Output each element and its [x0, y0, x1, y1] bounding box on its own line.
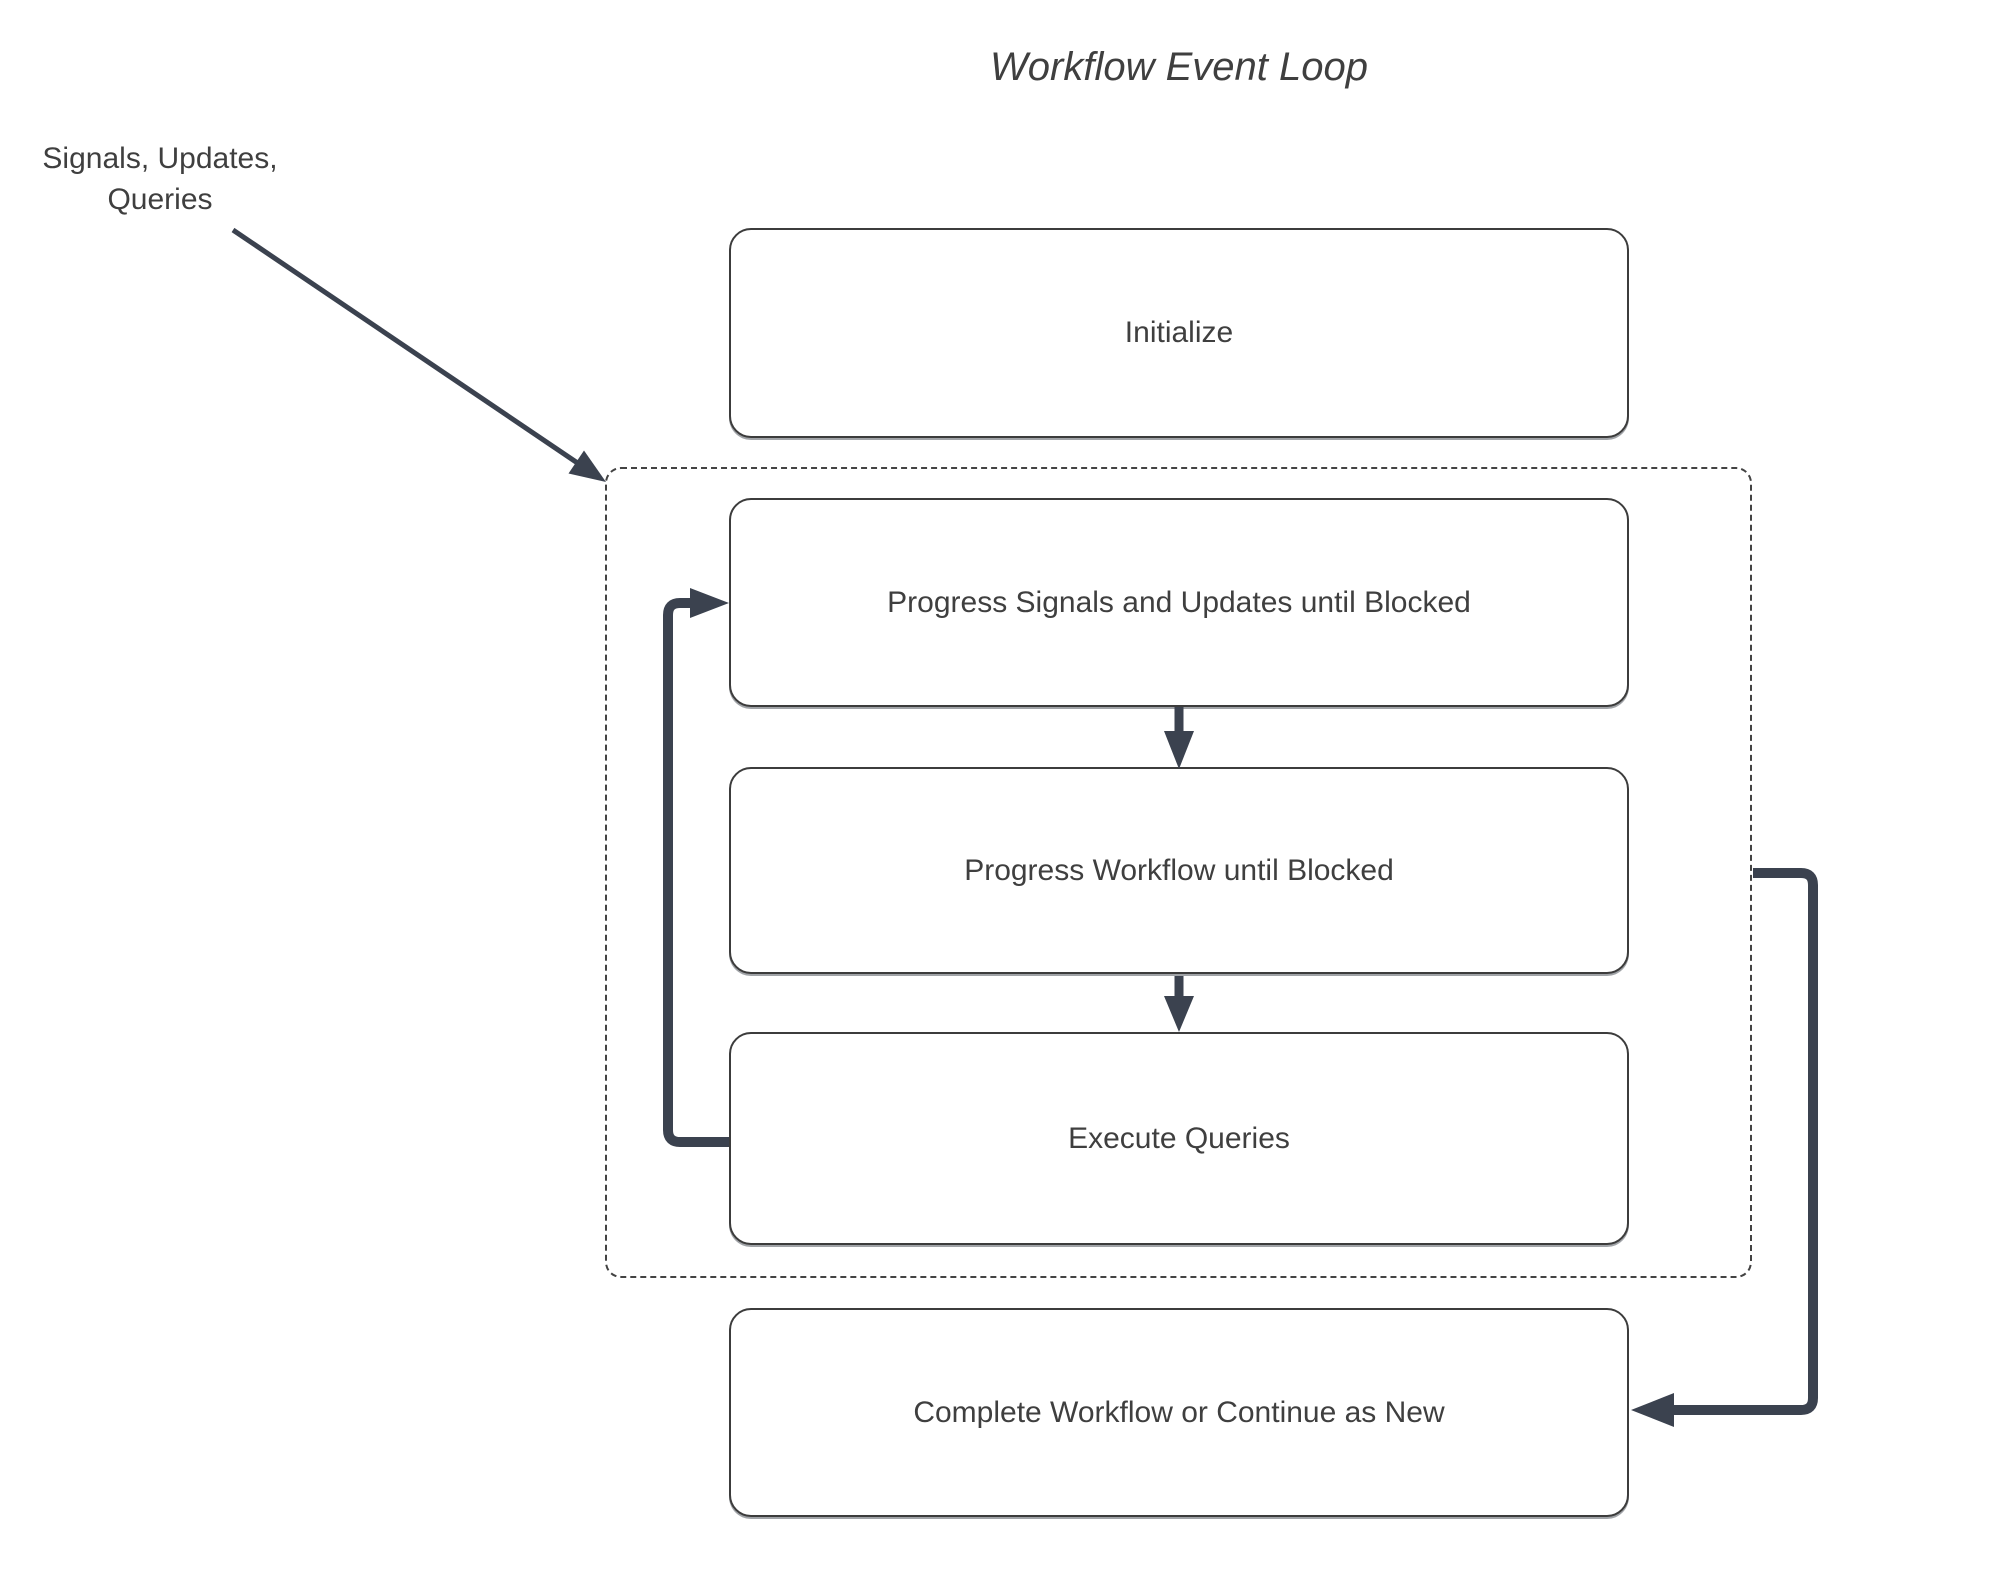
node-progress-signals: Progress Signals and Updates until Block… [729, 498, 1629, 707]
node-progress-workflow-label: Progress Workflow until Blocked [964, 853, 1394, 887]
loop-exit-arrowhead-icon [1631, 1393, 1674, 1427]
node-execute-queries: Execute Queries [729, 1032, 1629, 1245]
node-complete: Complete Workflow or Continue as New [729, 1308, 1629, 1517]
external-input-arrow-line [231, 227, 581, 467]
node-initialize: Initialize [729, 228, 1629, 438]
node-execute-queries-label: Execute Queries [1068, 1121, 1290, 1155]
external-input-arrowhead-icon [568, 450, 606, 482]
node-complete-label: Complete Workflow or Continue as New [913, 1395, 1445, 1429]
node-progress-workflow: Progress Workflow until Blocked [729, 767, 1629, 974]
diagram-title: Workflow Event Loop [990, 45, 1368, 89]
node-initialize-label: Initialize [1124, 316, 1234, 349]
node-progress-signals-label: Progress Signals and Updates until Block… [887, 585, 1471, 619]
external-inputs-label: Signals, Updates, Queries [42, 142, 278, 216]
